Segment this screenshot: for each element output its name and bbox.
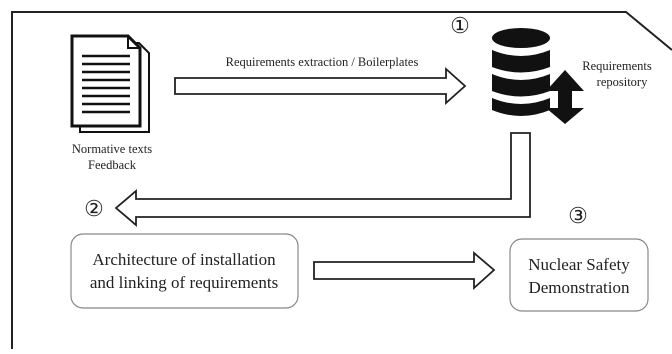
extraction-arrow-label: Requirements extraction / Boilerplates [226, 55, 419, 69]
database-icon [492, 28, 550, 116]
outer-frame [11, 11, 672, 349]
architecture-to-safety-arrow [313, 251, 496, 291]
step-2-marker: ② [84, 196, 104, 221]
repository-to-architecture-arrow [114, 132, 531, 227]
document-stack-icon [70, 34, 150, 133]
safety-box [509, 238, 649, 312]
repository-label-line2: repository [597, 75, 648, 89]
up-down-arrow-icon [546, 70, 584, 124]
extraction-arrow [174, 66, 467, 106]
architecture-box-line1: Architecture of installation [92, 250, 276, 269]
repository-label-line1: Requirements [582, 59, 652, 73]
architecture-box-line2: and linking of requirements [90, 273, 278, 292]
documents-label-line2: Feedback [88, 158, 137, 172]
step-1-marker: ① [450, 13, 470, 38]
documents-label-line1: Normative texts [72, 142, 152, 156]
safety-box-line2: Demonstration [528, 278, 630, 297]
architecture-box [70, 233, 299, 309]
step-3-marker: ③ [568, 203, 588, 228]
safety-box-line1: Nuclear Safety [528, 255, 630, 274]
